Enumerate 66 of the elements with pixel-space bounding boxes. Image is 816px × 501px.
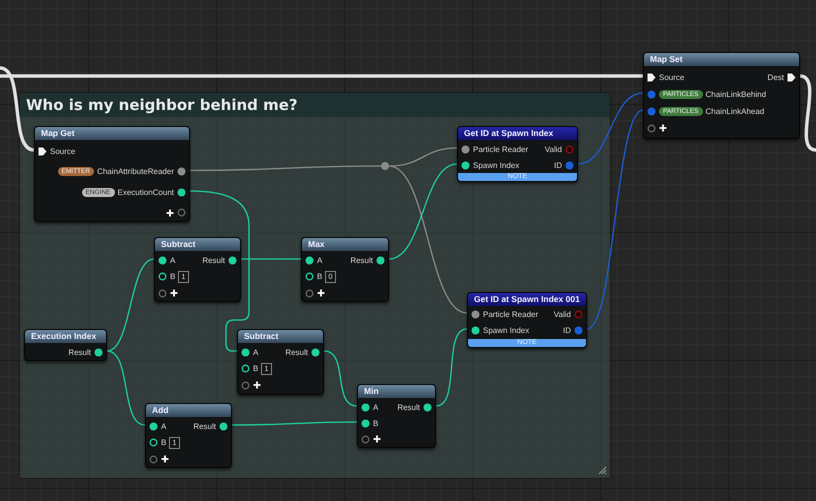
graph-node <box>457 126 578 182</box>
graph-node <box>237 329 324 395</box>
graph-node <box>24 329 107 361</box>
pin-label: Spawn Index <box>473 160 520 170</box>
node-title: Execution Index <box>25 330 106 343</box>
graph-node <box>467 292 587 348</box>
pin-label: ChainLinkAhead <box>706 106 764 116</box>
wire <box>578 92 644 165</box>
node-title: Map Get <box>35 127 189 140</box>
pin-label: A <box>253 348 258 356</box>
pin-label: A <box>317 256 322 264</box>
pin-label: A <box>170 256 176 264</box>
node-title: Get ID at Spawn Index 001 <box>468 293 586 306</box>
comment-title: Who is my neighbor behind me? <box>20 93 610 117</box>
pin-label: Valid <box>544 144 562 154</box>
pin-label: Result <box>285 348 308 356</box>
pin-label: A <box>373 402 378 412</box>
pin-label: Spawn Index <box>483 326 530 334</box>
node-title: Add <box>146 404 231 417</box>
graph-node <box>301 237 389 302</box>
node-title: Subtract <box>155 238 240 251</box>
graph-node <box>643 52 800 139</box>
pin-label: B <box>373 418 378 428</box>
pin-label: Particle Reader <box>473 144 528 154</box>
wire <box>436 328 468 407</box>
pin-label: A <box>161 422 166 430</box>
graph-node <box>357 384 436 448</box>
pin-label: Result <box>202 256 225 264</box>
pin-label: ChainLinkBehind <box>706 90 766 98</box>
pin-label: B <box>170 272 176 281</box>
pin-label: Dest <box>768 72 784 82</box>
reroute-dot <box>381 162 389 170</box>
pin-label: Valid <box>554 310 571 318</box>
wire <box>586 109 644 330</box>
pin-label: Source <box>50 146 76 156</box>
pin-label: ChainAttributeReader <box>97 167 174 176</box>
wire <box>106 258 154 352</box>
wire <box>232 421 357 426</box>
wire <box>190 165 381 172</box>
graph-node <box>154 237 241 302</box>
wire <box>241 258 301 260</box>
wire <box>0 74 643 78</box>
graph-node <box>145 403 232 468</box>
node-title: Max <box>302 238 388 251</box>
node-title: Get ID at Spawn Index <box>458 127 577 140</box>
pin-label: Result <box>397 402 420 412</box>
node-title: Subtract <box>238 330 323 343</box>
comment-frame <box>20 93 610 478</box>
pin-label: ExecutionCount <box>118 188 174 196</box>
pin-label: ID <box>563 326 571 334</box>
wire <box>388 163 458 260</box>
pin-label: Result <box>193 422 216 430</box>
pin-label: Particle Reader <box>483 310 538 318</box>
graph-node <box>34 126 190 222</box>
pin-label: ID <box>554 160 562 170</box>
pin-label: B <box>317 272 322 281</box>
pin-label: Result <box>350 256 373 264</box>
node-title: Map Set <box>644 53 799 66</box>
pin-label: B <box>253 364 258 373</box>
pin-label: Source <box>659 72 684 82</box>
wire <box>324 350 358 407</box>
node-title: Min <box>358 385 435 398</box>
wire <box>388 165 468 314</box>
pin-label: Result <box>68 348 91 356</box>
pin-label: B <box>161 438 166 447</box>
wire <box>106 350 146 426</box>
